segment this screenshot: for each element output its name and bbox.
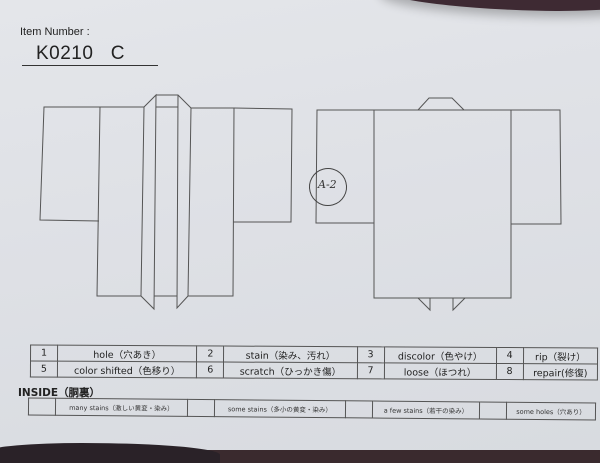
back-body xyxy=(373,109,512,299)
kimono-front-diagram xyxy=(39,93,293,311)
front-right-body xyxy=(188,107,235,297)
kimono-diagrams xyxy=(39,93,562,312)
inside-section-title: INSIDE（胴裏） xyxy=(18,387,101,399)
front-right-sleeve xyxy=(233,107,293,223)
front-left-body xyxy=(96,106,141,297)
legend-label: repair(修復) xyxy=(523,363,598,380)
legend-num: 6 xyxy=(196,361,224,379)
inside-label: some stains（多小の黄変・染み） xyxy=(214,399,346,418)
legend-num: 4 xyxy=(496,347,524,364)
legend-label: discolor（色やけ） xyxy=(384,346,497,364)
legend-num: 8 xyxy=(496,363,524,380)
back-hem-tab-right xyxy=(452,297,466,312)
damage-legend-table: 1 hole（穴あき） 2 stain（染み、汚れ） 3 discolor（色や… xyxy=(30,345,598,381)
legend-label: color shifted（色移り） xyxy=(57,361,197,378)
inside-checkbox xyxy=(187,399,215,417)
inside-label: many stains（激しい黄変・染み） xyxy=(55,398,188,417)
legend-label: rip（裂け） xyxy=(523,347,598,364)
back-collar xyxy=(417,97,465,111)
kimono-back-diagram xyxy=(315,97,562,312)
legend-label: loose（ほつれ） xyxy=(383,362,497,380)
legend-label: scratch（ひっかき傷） xyxy=(223,362,358,379)
back-hem-tab-left xyxy=(417,297,431,312)
legend-label: stain（染み、汚れ） xyxy=(223,346,358,363)
item-number-label: Item Number : xyxy=(20,26,90,38)
inside-checkbox xyxy=(28,398,56,416)
legend-row: 5 color shifted（色移り） 6 scratch（ひっかき傷） 7 … xyxy=(30,361,598,380)
legend-label: hole（穴あき） xyxy=(57,345,197,362)
inside-label: a few stains（若干の染み） xyxy=(372,401,480,419)
inspection-sheet xyxy=(0,0,600,450)
back-left-sleeve xyxy=(315,109,374,224)
legend-num: 7 xyxy=(356,362,385,379)
legend-num: 1 xyxy=(30,345,58,362)
front-right-collar xyxy=(176,94,192,310)
item-number-underline xyxy=(22,65,158,66)
legend-num: 2 xyxy=(196,345,224,363)
item-number-value: K0210 C xyxy=(36,43,125,64)
front-left-sleeve xyxy=(39,106,100,222)
front-left-collar xyxy=(140,93,157,311)
back-right-sleeve xyxy=(511,109,562,225)
legend-num: 5 xyxy=(30,361,58,378)
inside-checkbox xyxy=(479,401,507,420)
damage-marker-label: A-2 xyxy=(318,178,337,191)
inside-label: some holes（穴あり） xyxy=(506,402,596,420)
legend-num: 3 xyxy=(357,346,385,363)
inside-checkbox xyxy=(345,400,373,419)
